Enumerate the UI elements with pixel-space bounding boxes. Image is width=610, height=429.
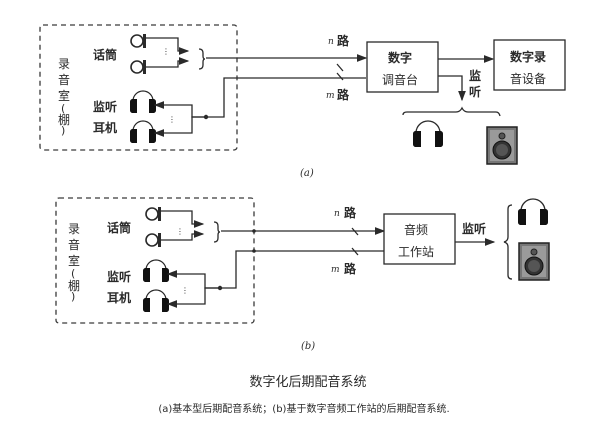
microphone-icon <box>145 206 162 222</box>
microphone-icon <box>145 232 162 248</box>
ellipsis-dots: ⋮ <box>181 286 189 295</box>
room-label-char: 录 <box>58 57 70 71</box>
figure-title: 数字化后期配音系统 <box>249 374 366 390</box>
headphone-icon <box>142 259 170 283</box>
workstation-label-line1: 音频 <box>404 222 428 237</box>
room-label-char: 音 <box>58 72 70 87</box>
room-label-char: 录 <box>68 222 80 236</box>
monitor-label: 监 <box>469 68 481 83</box>
headphone-icon <box>517 198 549 226</box>
monitor-headphone-label-line2: 耳机 <box>93 120 117 135</box>
speaker-icon <box>518 242 550 281</box>
ellipsis-dots: ⋮ <box>162 47 170 56</box>
digital-mixer-box <box>366 41 439 93</box>
n-path-label: n <box>334 209 340 219</box>
room-label-char: 室 <box>68 253 80 268</box>
room-label-char: ) <box>61 124 65 137</box>
mic-label: 话筒 <box>107 220 131 235</box>
headphone-icon <box>142 289 170 313</box>
ellipsis-dots: ⋮ <box>176 227 184 236</box>
figure-caption: (a)基本型后期配音系统；(b)基于数字音频工作站的后期配音系统. <box>158 402 449 415</box>
room-label-char: ( <box>71 267 75 280</box>
path-suffix: 路 <box>337 33 350 48</box>
speaker-icon <box>486 126 518 165</box>
room-label-char: ( <box>61 102 65 115</box>
monitor-headphone-label-line1: 监听 <box>107 269 131 284</box>
merge-brace <box>213 221 221 243</box>
monitor-headphone-label-line1: 监听 <box>93 99 117 114</box>
monitor-label: 听 <box>469 84 481 99</box>
diagram-b: 录 音 室 ( 棚 ) 话筒 监听 耳机 ⋮ ⋮ n 路 m 路 音频 <box>55 197 550 352</box>
room-label-char: 音 <box>68 237 80 252</box>
output-brace <box>503 204 513 280</box>
headphone-icon <box>412 120 444 148</box>
monitor-label: 监听 <box>462 221 486 236</box>
sub-caption-b: (b) <box>301 341 315 352</box>
diagram-a: 录 音 室 ( 棚 ) 话筒 监听 耳机 ⋮ ⋮ n 路 m 路 数字 调音台 <box>39 24 566 179</box>
m-path-line <box>204 77 366 118</box>
recorder-label-line1: 数字录 <box>510 49 546 64</box>
room-label-char: 棚 <box>68 278 80 293</box>
n-path-label: n <box>328 37 334 47</box>
ellipsis-dots: ⋮ <box>168 115 176 124</box>
m-path-label: m <box>331 265 340 275</box>
headphone-icon <box>129 120 157 144</box>
recording-room-boundary <box>39 24 238 151</box>
m-path-label: m <box>326 91 335 101</box>
recorder-label-line2: 音设备 <box>510 71 546 86</box>
output-brace <box>402 106 501 117</box>
sub-caption-a: (a) <box>300 168 314 179</box>
mixer-label-line1: 数字 <box>388 50 412 65</box>
room-label-char: 棚 <box>58 112 70 127</box>
mic-label: 话筒 <box>93 47 117 62</box>
path-suffix: 路 <box>344 205 357 220</box>
room-label-char: 室 <box>58 88 70 103</box>
microphone-icon <box>130 33 147 49</box>
mixer-label-line2: 调音台 <box>382 72 418 87</box>
recording-room-boundary <box>55 197 255 324</box>
path-suffix: 路 <box>344 261 357 276</box>
monitor-headphone-label-line2: 耳机 <box>107 290 131 305</box>
digital-recorder-box <box>493 39 566 91</box>
merge-brace <box>198 48 206 70</box>
audio-workstation-box <box>383 213 456 265</box>
workstation-label-line2: 工作站 <box>398 245 434 259</box>
headphone-icon <box>129 90 157 114</box>
m-path-line <box>218 250 384 289</box>
room-label-char: ) <box>71 290 75 303</box>
path-suffix: 路 <box>337 87 350 102</box>
recording-room-label: 录 音 室 ( 棚 ) <box>68 222 80 303</box>
microphone-icon <box>130 59 147 75</box>
recording-room-label: 录 音 室 ( 棚 ) <box>58 57 70 137</box>
